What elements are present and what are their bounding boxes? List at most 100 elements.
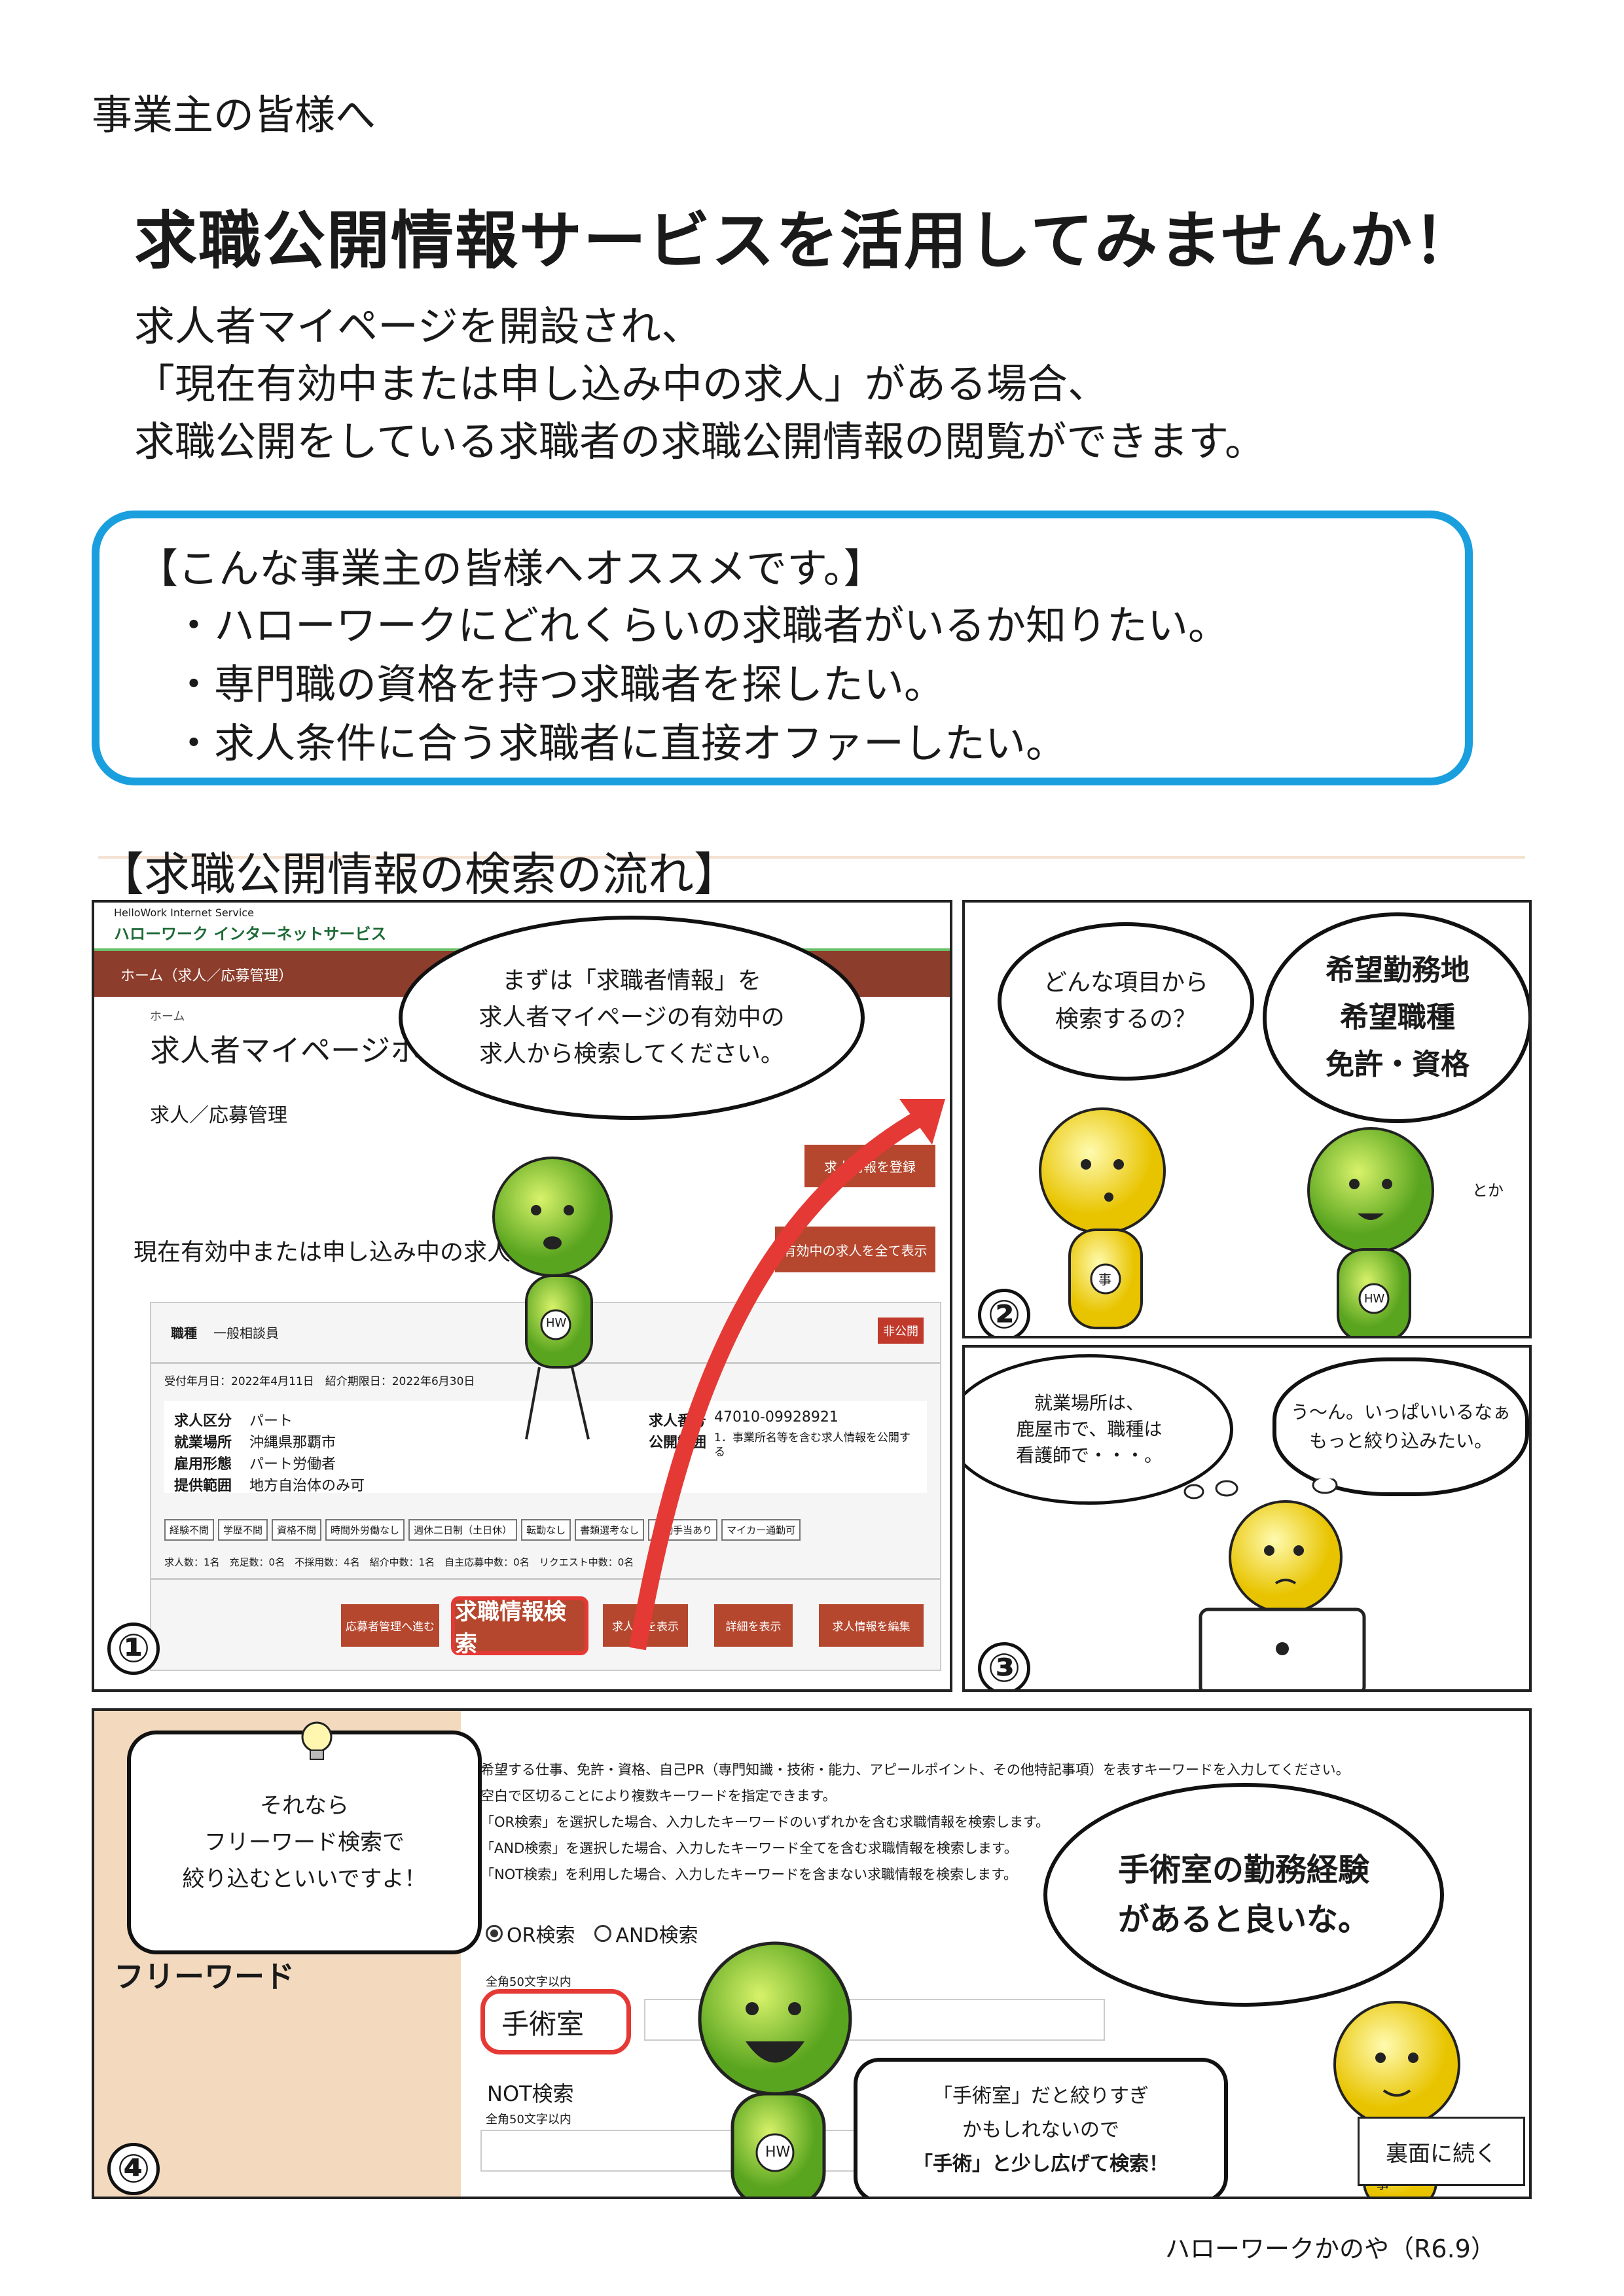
show-all-button[interactable]: 有効中の求人を全て表示 bbox=[775, 1227, 935, 1272]
bubble-line: 「手術」と少し広げて検索！ bbox=[913, 2153, 1168, 2176]
intro-line: 求人者マイページを開設され、 bbox=[134, 302, 702, 350]
help-line: 「NOT検索」を利用した場合、入力したキーワードを含まない求職情報を検索します。 bbox=[480, 1867, 1017, 1882]
search-mode-radios: OR検索 AND検索 bbox=[486, 1919, 698, 1948]
job-seeker-search-button[interactable]: 求職情報検索 bbox=[451, 1596, 588, 1657]
bubble-line: かもしれないので bbox=[962, 2119, 1119, 2142]
recommend-heading: 【こんな事業主の皆様へオススメです。】 bbox=[137, 545, 884, 592]
bubble-line: があると良いな。 bbox=[1117, 1901, 1369, 1938]
green-character bbox=[492, 1157, 613, 1440]
not-search-label: NOT検索 bbox=[487, 2081, 574, 2106]
thought-bubble: う〜ん。いっぱいいるなぁ もっと絞り込みたい。 bbox=[1272, 1357, 1529, 1496]
bubble-line: どんな項目から bbox=[1043, 969, 1208, 996]
job-stats: 求人数：1名 充足数：0名 不採用数：4名 紹介中数：1名 自主応募中数：0名 … bbox=[164, 1556, 634, 1568]
field-hint: 全角50文字以内 bbox=[486, 1975, 571, 1989]
bubble-line: 「手術室」だと絞りすぎ bbox=[933, 2085, 1149, 2108]
recommend-box bbox=[92, 511, 1473, 785]
edit-job-button[interactable]: 求人情報を編集 bbox=[819, 1604, 924, 1647]
field-value: パート bbox=[249, 1413, 293, 1429]
bubble-line: 免許・資格 bbox=[1326, 1048, 1470, 1081]
speech-bubble: それなら フリーワード検索で 絞り込むといいですよ！ bbox=[127, 1731, 482, 1954]
condition-tag: 転勤なし bbox=[521, 1519, 571, 1541]
bubble-line: それなら bbox=[260, 1793, 349, 1819]
occupation-label: 職種 bbox=[171, 1325, 197, 1341]
brand-en: HelloWork Internet Service bbox=[114, 906, 254, 919]
condition-tag: 資格不問 bbox=[272, 1519, 322, 1541]
radio-or[interactable]: OR検索 bbox=[486, 1919, 575, 1948]
intro-text: 求人者マイページを開設され、 「現在有効中または申し込み中の求人」がある場合、 … bbox=[134, 298, 1265, 471]
recommend-item: ・求人条件に合う求職者に直接オファーしたい。 bbox=[173, 719, 1067, 767]
applicant-manage-button[interactable]: 応募者管理へ進む bbox=[341, 1604, 439, 1647]
not-field-hint: 全角50文字以内 bbox=[486, 2113, 571, 2126]
badge-employer: 事 bbox=[1098, 1272, 1111, 1287]
radio-empty-icon bbox=[594, 1925, 612, 1942]
scope-value: 1．事業所名等を含む求人情報を公開する bbox=[714, 1431, 911, 1459]
hw-badge: HW bbox=[765, 2144, 791, 2161]
condition-tag: 経験不問 bbox=[164, 1519, 215, 1541]
bubble-line: 希望勤務地 bbox=[1326, 954, 1470, 987]
status-badge: 非公開 bbox=[878, 1318, 924, 1344]
condition-tag: 学歴不問 bbox=[218, 1519, 268, 1541]
step-number: ④ bbox=[107, 2143, 160, 2195]
aside-text: とか bbox=[1472, 1181, 1504, 1200]
help-line: 空白で区切ることにより複数キーワードを指定できます。 bbox=[480, 1788, 837, 1804]
job-number: 47010-09928921 bbox=[714, 1409, 839, 1426]
condition-tag: 時間外労働なし bbox=[325, 1519, 405, 1541]
panel-1: HelloWork Internet Service ハローワーク インターネッ… bbox=[92, 900, 952, 1692]
green-character bbox=[1307, 1127, 1434, 1336]
bubble-line: まずは「求職者情報」を bbox=[501, 967, 761, 994]
panel-4: フリーワード 希望する仕事、免許・資格、自己PR（専門知識・技術・能力、アピール… bbox=[92, 1708, 1532, 2199]
recommend-item: ・ハローワークにどれくらいの求職者がいるか知りたい。 bbox=[173, 601, 1229, 649]
lightbulb-icon bbox=[301, 1721, 333, 1760]
help-line: 希望する仕事、免許・資格、自己PR（専門知識・技術・能力、アピールポイント、その… bbox=[480, 1762, 1350, 1778]
bubble-line: 求人から検索してください。 bbox=[479, 1041, 784, 1067]
red-arrow-icon bbox=[629, 1099, 945, 1651]
intro-line: 求職公開をしている求職者の求職公開情報の閲覧ができます。 bbox=[134, 418, 1265, 465]
radio-selected-icon bbox=[486, 1925, 503, 1942]
thinking-character bbox=[1183, 1479, 1366, 1689]
speech-bubble: 「手術室」だと絞りすぎ かもしれないので 「手術」と少し広げて検索！ bbox=[854, 2058, 1228, 2197]
field-value: パート労働者 bbox=[249, 1456, 336, 1473]
field-value: 沖縄県那覇市 bbox=[249, 1435, 336, 1451]
bubble-line: 手術室の勤務経験 bbox=[1117, 1852, 1369, 1888]
radio-and[interactable]: AND検索 bbox=[594, 1919, 698, 1948]
speech-bubble: 希望勤務地 希望職種 免許・資格 bbox=[1263, 912, 1529, 1123]
step-number: ① bbox=[107, 1623, 160, 1675]
free-word-label: フリーワード bbox=[114, 1959, 295, 1994]
radio-or-label: OR検索 bbox=[507, 1924, 575, 1947]
section-title: 求人／応募管理 bbox=[150, 1104, 287, 1127]
field-label: 提供範囲 bbox=[174, 1478, 232, 1494]
intro-line: 「現在有効中または申し込み中の求人」がある場合、 bbox=[134, 360, 1109, 408]
show-detail-button[interactable]: 詳細を表示 bbox=[714, 1604, 793, 1647]
occupation: 一般相談員 bbox=[213, 1325, 279, 1341]
speech-bubble: まずは「求職者情報」を 求人者マイページの有効中の 求人から検索してください。 bbox=[399, 916, 865, 1120]
recommend-item: ・専門職の資格を持つ求職者を探したい。 bbox=[173, 660, 945, 708]
panel-3: 就業場所は、 鹿屋市で、職種は 看護師で・・・。 う〜ん。いっぱいいるなぁ もっ… bbox=[962, 1345, 1532, 1692]
brand-jp: ハローワーク インターネットサービス bbox=[114, 925, 387, 943]
yellow-character bbox=[1039, 1107, 1166, 1329]
bubble-line: 鹿屋市で、職種は bbox=[1016, 1418, 1163, 1440]
green-character bbox=[698, 1941, 852, 2197]
help-text: 希望する仕事、免許・資格、自己PR（専門知識・技術・能力、アピールポイント、その… bbox=[480, 1757, 1495, 1888]
flow-heading: 【求職公開情報の検索の流れ】 bbox=[98, 848, 740, 901]
help-line: 「OR検索」を選択した場合、入力したキーワードのいずれかを含む求職情報を検索しま… bbox=[480, 1814, 1050, 1830]
panel-2: どんな項目から 検索するの？ 希望勤務地 希望職種 免許・資格 事 HW とか … bbox=[962, 900, 1532, 1338]
addressee: 事業主の皆様へ bbox=[92, 91, 376, 139]
active-jobs-heading: 現在有効中または申し込み中の求人 bbox=[134, 1239, 511, 1266]
job-detail: 求人区分 パート 就業場所 沖縄県那覇市 雇用形態 パート労働者 提供範囲 地方… bbox=[164, 1401, 927, 1494]
step-number: ② bbox=[978, 1289, 1030, 1336]
field-value: 地方自治体のみ可 bbox=[249, 1478, 365, 1494]
bubble-line: もっと絞り込みたい。 bbox=[1308, 1430, 1492, 1452]
bubble-line: う〜ん。いっぱいいるなぁ bbox=[1290, 1401, 1511, 1423]
speech-bubble: 就業場所は、 鹿屋市で、職種は 看護師で・・・。 bbox=[965, 1354, 1233, 1505]
tag-row: 経験不問 学歴不問 資格不問 時間外労働なし 週休二日制（土日休） 転勤なし 書… bbox=[164, 1519, 927, 1541]
breadcrumb[interactable]: ホーム bbox=[150, 1010, 185, 1024]
divider bbox=[151, 1578, 940, 1580]
headline: 求職公開情報サービスを活用してみませんか！ bbox=[134, 204, 1478, 278]
free-word-input[interactable]: 手術室 bbox=[480, 1989, 631, 2054]
field-label: 就業場所 bbox=[174, 1435, 232, 1451]
continue-note: 裏面に続く bbox=[1358, 2117, 1525, 2186]
bubble-line: 看護師で・・・。 bbox=[1015, 1444, 1163, 1466]
tab-home[interactable]: ホーム（求人／応募管理） bbox=[120, 968, 293, 984]
bubble-line: 求人者マイページの有効中の bbox=[478, 1004, 785, 1031]
bubble-line: フリーワード検索で bbox=[204, 1829, 405, 1856]
